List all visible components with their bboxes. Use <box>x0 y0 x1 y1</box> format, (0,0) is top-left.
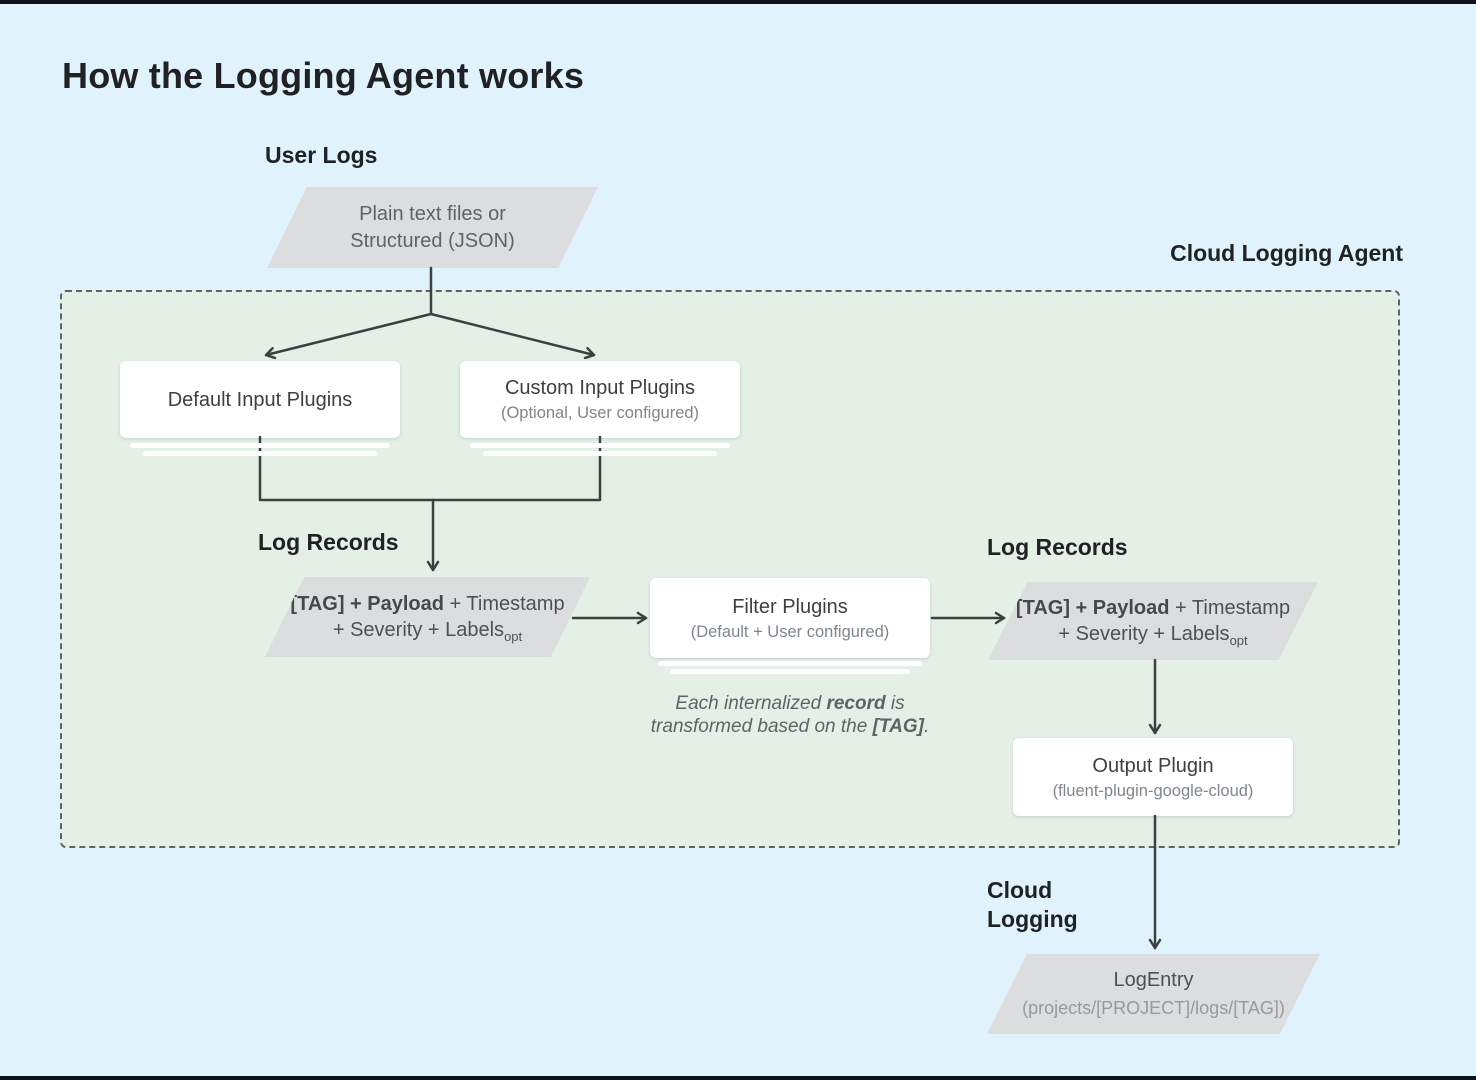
custom-input-title: Custom Input Plugins <box>504 377 696 400</box>
top-edge-strip <box>0 0 1476 4</box>
filter-title: Filter Plugins <box>732 595 848 618</box>
log-entry-node: LogEntry (projects/[PROJECT]/logs/[TAG]) <box>987 954 1320 1034</box>
log-record-right-text: [TAG] + Payload + Timestamp + Severity +… <box>1015 597 1291 648</box>
default-input-plugins-node: Default Input Plugins <box>120 361 400 438</box>
log-entry-title: LogEntry <box>1113 969 1194 992</box>
log-records-right-label: Log Records <box>987 534 1128 560</box>
log-record-left-text: [TAG] + Payload + Timestamp + Severity +… <box>290 593 565 644</box>
filter-subtitle: (Default + User configured) <box>690 622 890 641</box>
custom-input-stack-bar-1 <box>470 443 730 448</box>
filter-stack-bar-1 <box>658 661 922 666</box>
filter-stack-bar-2 <box>670 669 910 674</box>
log-record-right-node: [TAG] + Payload + Timestamp + Severity +… <box>988 582 1318 660</box>
bottom-edge-strip <box>0 1076 1476 1080</box>
default-input-stack-bar-1 <box>130 443 390 448</box>
custom-input-plugins-node: Custom Input Plugins (Optional, User con… <box>460 361 740 438</box>
page-title: How the Logging Agent works <box>62 55 585 96</box>
user-logs-label: User Logs <box>265 142 378 168</box>
user-input-node: Plain text files or Structured (JSON) <box>267 187 598 268</box>
filter-plugins-node: Filter Plugins (Default + User configure… <box>650 578 930 658</box>
default-input-title: Default Input Plugins <box>167 388 353 411</box>
user-input-line1: Plain text files or <box>359 202 506 225</box>
output-subtitle: (fluent-plugin-google-cloud) <box>1052 781 1254 800</box>
cloud-logging-label: Cloud Logging <box>987 877 1078 932</box>
log-record-left-node: [TAG] + Payload + Timestamp + Severity +… <box>265 577 590 657</box>
custom-input-stack-bar-2 <box>483 451 717 456</box>
filter-caption: Each internalized record is transformed … <box>650 693 930 738</box>
output-title: Output Plugin <box>1092 754 1214 777</box>
log-entry-subtitle: (projects/[PROJECT]/logs/[TAG]) <box>1022 998 1285 1019</box>
custom-input-subtitle: (Optional, User configured) <box>500 404 700 423</box>
default-input-stack-bar-2 <box>143 451 377 456</box>
log-records-left-label: Log Records <box>258 529 399 555</box>
cloud-logging-agent-label: Cloud Logging Agent <box>1170 240 1403 266</box>
user-input-line2: Structured (JSON) <box>350 229 515 252</box>
output-plugin-node: Output Plugin (fluent-plugin-google-clou… <box>1013 738 1293 816</box>
